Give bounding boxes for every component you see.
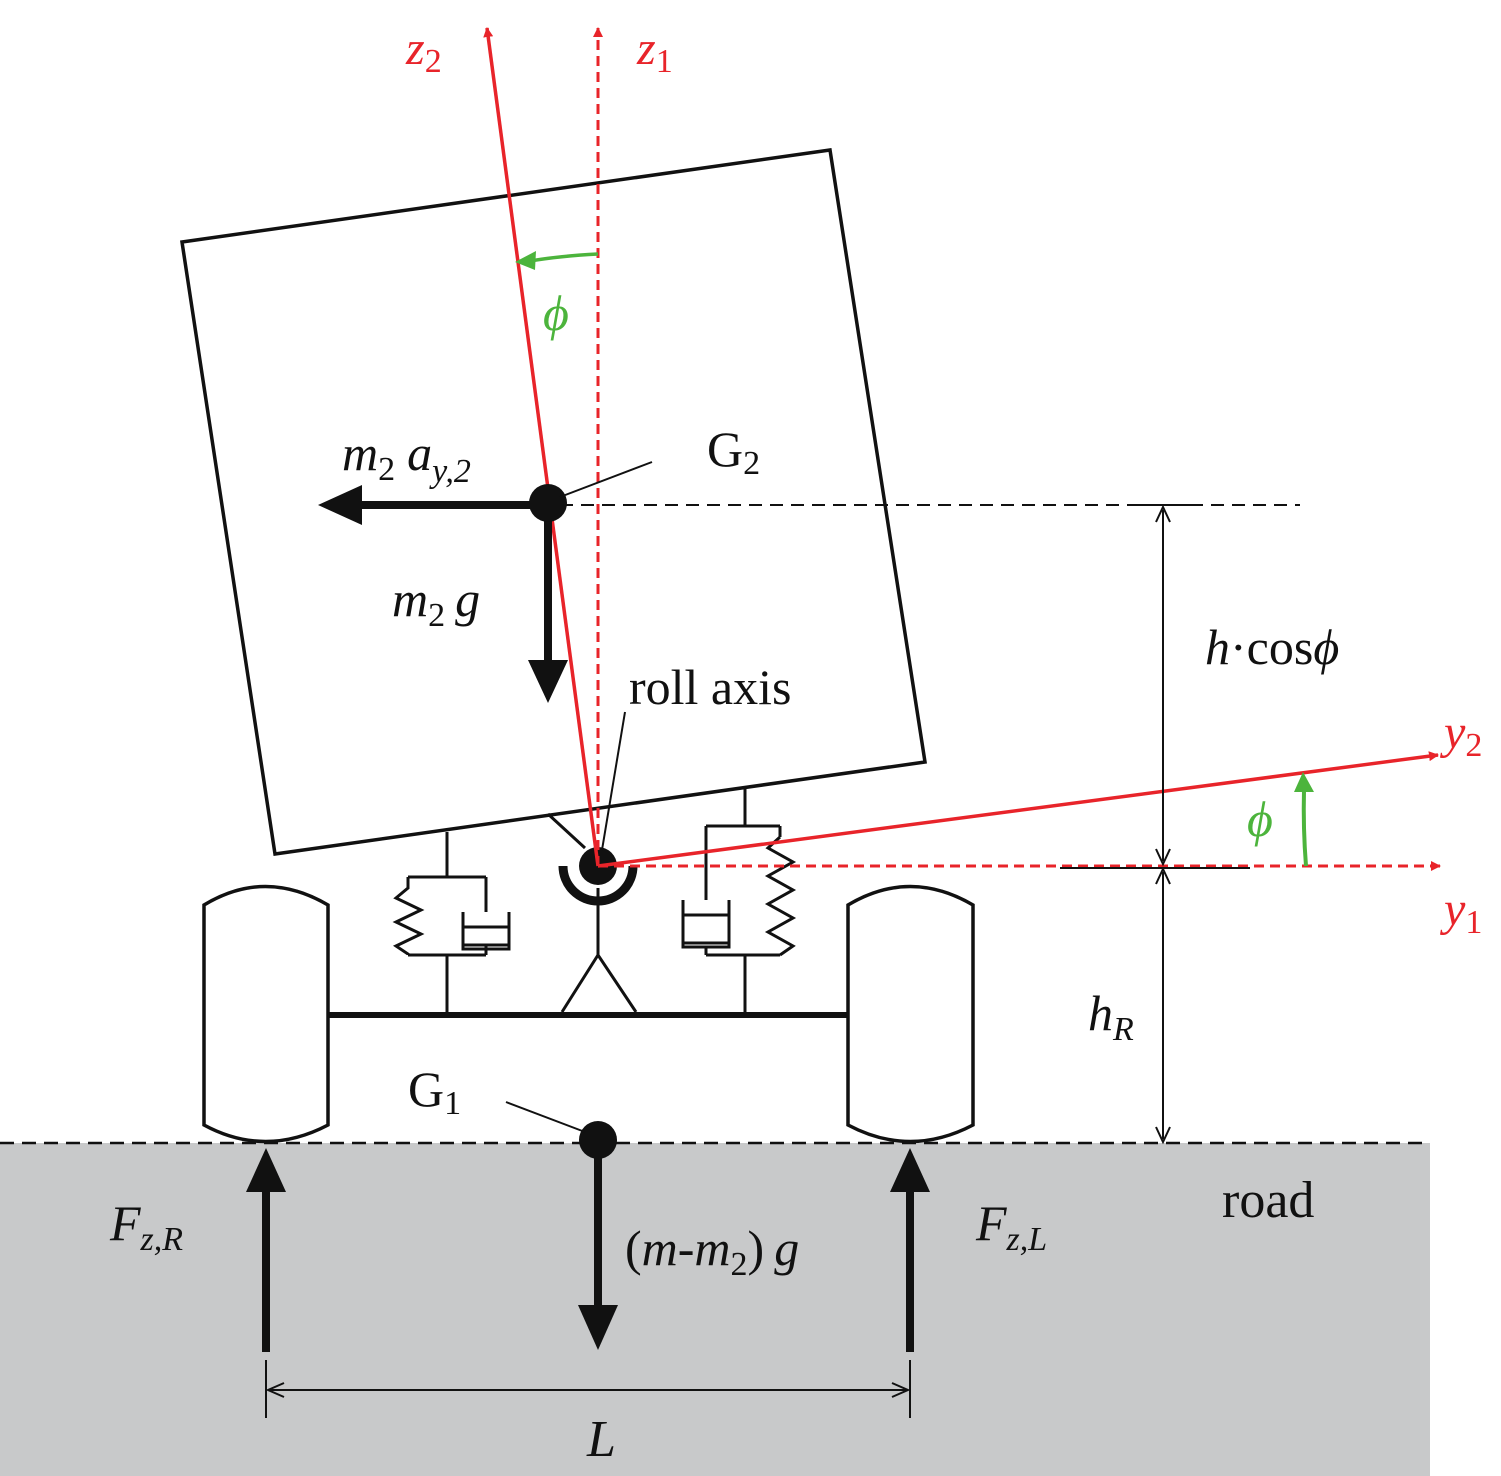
g2-label: G2 xyxy=(707,421,760,482)
hR-dimension xyxy=(1060,866,1250,1145)
roll-axis-leader xyxy=(601,711,626,851)
sprung-weight-arrowhead xyxy=(528,660,568,703)
FzR-arrowhead xyxy=(246,1148,286,1192)
track-width-label: L xyxy=(586,1411,616,1468)
hR-label: hR xyxy=(1088,985,1134,1048)
FzR-label: Fz,R xyxy=(109,1195,183,1258)
y2-label: y2 xyxy=(1439,706,1482,764)
phi-label-top: ϕ xyxy=(543,285,569,341)
roll-axis-joint xyxy=(546,812,638,1013)
z1-label: z1 xyxy=(636,22,673,80)
roll-axis-label: roll axis xyxy=(629,659,791,715)
right-suspension xyxy=(681,788,797,1015)
road-surface xyxy=(0,1143,1430,1476)
g1-point xyxy=(579,1121,617,1159)
phi-arc-top xyxy=(529,252,599,263)
lateral-force-arrowhead xyxy=(318,485,362,525)
phi-arc-right xyxy=(1301,789,1308,867)
phi-arrowhead-right xyxy=(1294,772,1314,792)
phi-label-right: ϕ xyxy=(1247,791,1273,847)
y2-axis xyxy=(597,751,1439,868)
g1-leader xyxy=(505,1101,586,1133)
phi-arrowhead-top xyxy=(515,251,536,270)
g1-label: G1 xyxy=(408,1061,461,1122)
y1-label: y1 xyxy=(1439,883,1482,941)
h-cos-phi-label: h·cosϕ xyxy=(1205,619,1339,675)
right-wheel xyxy=(202,884,330,1144)
FzL-arrowhead xyxy=(890,1148,930,1192)
left-wheel xyxy=(846,884,975,1144)
FzL-label: Fz,L xyxy=(975,1195,1047,1258)
left-suspension xyxy=(392,832,511,1015)
z2-label: z2 xyxy=(405,22,442,80)
h-cos-phi-dimension xyxy=(1140,504,1200,867)
z2-axis xyxy=(483,27,600,867)
road-label: road xyxy=(1222,1172,1314,1229)
unsprung-weight-arrowhead xyxy=(578,1305,618,1350)
g2-leader xyxy=(559,461,653,498)
vehicle-body xyxy=(180,148,928,856)
unsprung-weight-label: (m-m2)g xyxy=(625,1220,799,1283)
track-width-dimension xyxy=(265,1360,911,1418)
g2-point xyxy=(529,484,567,522)
